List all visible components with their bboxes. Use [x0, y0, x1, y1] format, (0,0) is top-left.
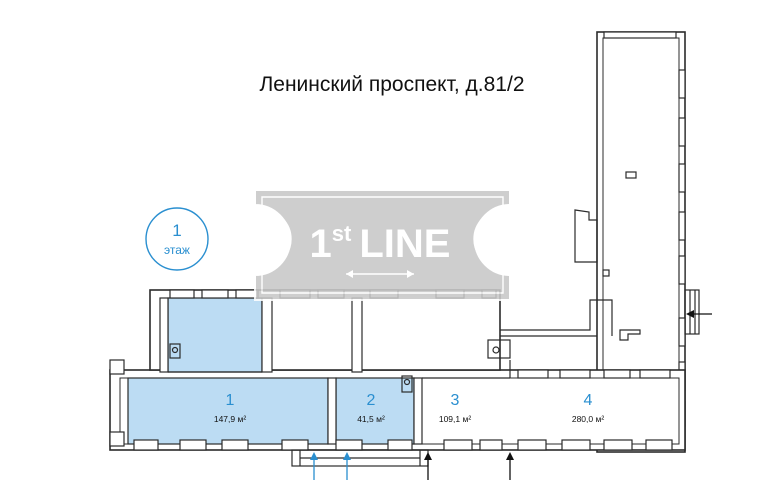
svg-text:280,0 м²: 280,0 м² [572, 414, 604, 424]
svg-text:109,1 м²: 109,1 м² [439, 414, 471, 424]
svg-text:4: 4 [584, 392, 593, 409]
room-1-fill [167, 297, 263, 373]
room-label-4: 4 280,0 м² [572, 392, 604, 424]
svg-text:1: 1 [226, 392, 235, 409]
floor-badge: 1 этаж [145, 207, 209, 271]
main-building [109, 289, 686, 467]
svg-text:2: 2 [367, 392, 376, 409]
svg-text:3: 3 [451, 392, 460, 409]
room-1-lower-fill [127, 377, 329, 445]
room-label-2: 2 41,5 м² [357, 392, 385, 424]
room-label-3: 3 109,1 м² [439, 392, 471, 424]
entrance-arrows [310, 310, 712, 480]
room-2-fill [335, 377, 415, 445]
page-title: Ленинский проспект, д.81/2 [260, 73, 525, 96]
floor-label: этаж [164, 243, 190, 257]
room-label-1: 1 147,9 м² [214, 392, 246, 424]
floor-number: 1 [172, 221, 181, 240]
svg-text:147,9 м²: 147,9 м² [214, 414, 246, 424]
svg-text:41,5 м²: 41,5 м² [357, 414, 385, 424]
